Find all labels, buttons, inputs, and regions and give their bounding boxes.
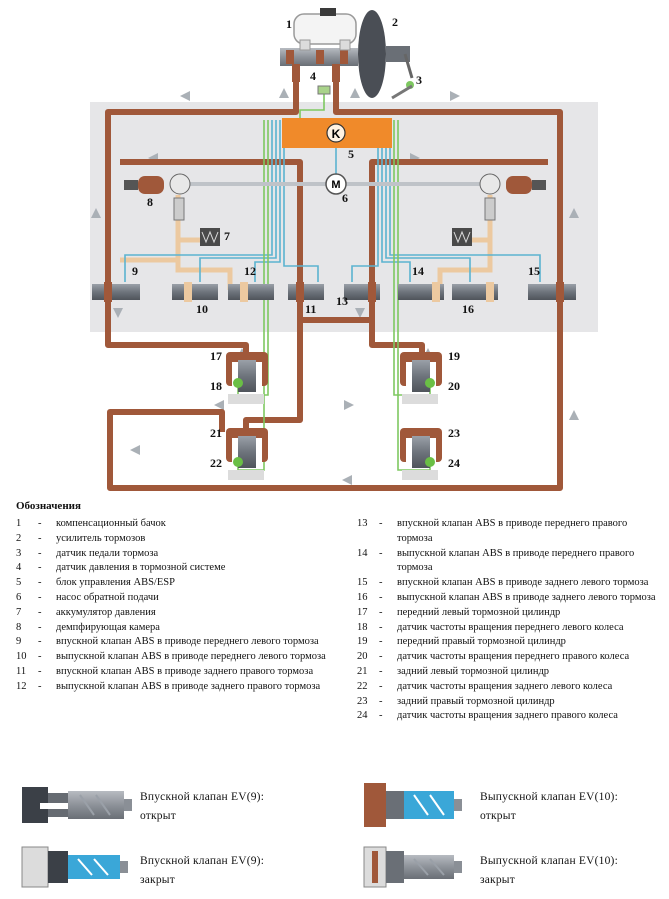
flow-arrows bbox=[91, 88, 579, 485]
legend-title: Обозначения bbox=[16, 500, 81, 512]
label-2: 2 bbox=[392, 15, 398, 29]
label-11: 11 bbox=[305, 302, 316, 316]
key-outlet-open: Выпускной клапан EV(10):открыт bbox=[480, 791, 618, 822]
cylinder-19-front-right bbox=[400, 352, 442, 404]
label-19: 19 bbox=[448, 349, 460, 363]
label-12: 12 bbox=[244, 264, 256, 278]
legend-item: 6-насос обратной подачи bbox=[16, 591, 159, 603]
accumulator-left bbox=[200, 228, 220, 246]
legend-item: 9-впускной клапан ABS в приводе переднег… bbox=[16, 636, 319, 648]
valves bbox=[92, 282, 576, 302]
valve-9 bbox=[92, 282, 140, 302]
pressure-sensor bbox=[317, 85, 331, 95]
label-5: 5 bbox=[348, 147, 354, 161]
legend-item: 16-выпускной клапан ABS в приводе заднег… bbox=[357, 591, 656, 603]
legend-item: 19-передний правый тормозной цилиндр bbox=[357, 636, 566, 648]
legend-item: 3-датчик педали тормоза bbox=[16, 547, 159, 559]
label-8: 8 bbox=[147, 195, 153, 209]
legend-item: 22-датчик частоты вращения заднего левог… bbox=[357, 680, 613, 692]
damping-chamber-right bbox=[479, 173, 546, 221]
label-3: 3 bbox=[416, 73, 422, 87]
label-20: 20 bbox=[448, 379, 460, 393]
legend-item: 4-датчик давления в тормозной системе bbox=[16, 562, 226, 574]
motor-symbol: M bbox=[331, 179, 340, 191]
abs-esp-control-unit: K bbox=[282, 118, 392, 148]
label-22: 22 bbox=[210, 456, 222, 470]
brake-lines bbox=[105, 80, 563, 491]
legend-right-column: 13-впускной клапан ABS в приводе передне… bbox=[357, 517, 657, 724]
label-1: 1 bbox=[286, 17, 292, 31]
legend-item: 17-передний левый тормозной цилиндр bbox=[357, 606, 561, 618]
legend-item: 8-демпфирующая камера bbox=[16, 621, 160, 633]
brake-booster bbox=[358, 10, 414, 98]
legend-item: 15-впускной клапан ABS в приводе заднего… bbox=[357, 577, 649, 589]
legend-item: 7-аккумулятор давления bbox=[16, 606, 156, 618]
legend-item: 18-датчик частоты вращения переднего лев… bbox=[357, 621, 624, 633]
legend-item: 24-датчик частоты вращения заднего право… bbox=[357, 710, 618, 722]
legend-item: 21-задний левый тормозной цилиндр bbox=[357, 665, 550, 677]
pedal-sensor bbox=[391, 81, 414, 100]
legend-item: 14-выпускной клапан ABS в приводе передн… bbox=[357, 547, 635, 574]
label-15: 15 bbox=[528, 264, 540, 278]
valve-key-icons bbox=[21, 783, 462, 888]
legend-item: 13-впускной клапан ABS в приводе передне… bbox=[357, 518, 628, 544]
label-6: 6 bbox=[342, 191, 348, 205]
brake-cylinders bbox=[226, 352, 442, 480]
label-4: 4 bbox=[310, 69, 316, 83]
label-10: 10 bbox=[196, 302, 208, 316]
label-16: 16 bbox=[462, 302, 474, 316]
ecu-symbol: K bbox=[332, 127, 341, 141]
valve-12 bbox=[228, 282, 274, 302]
legend-item: 5-блок управления ABS/ESP bbox=[16, 577, 175, 589]
inlet-valve-open-icon bbox=[22, 787, 132, 823]
legend-left-column: 1-компенсационный бачок 2-усилитель торм… bbox=[16, 517, 336, 695]
inlet-valve-closed-icon bbox=[21, 846, 128, 888]
valve-13 bbox=[344, 282, 380, 302]
legend-item: 2-усилитель тормозов bbox=[16, 532, 146, 544]
label-18: 18 bbox=[210, 379, 222, 393]
legend-item: 20-датчик частоты вращения переднего пра… bbox=[357, 651, 630, 663]
cylinder-21-rear-left bbox=[226, 428, 268, 480]
label-14: 14 bbox=[412, 264, 424, 278]
valve-11 bbox=[288, 282, 324, 302]
outlet-valve-open-icon bbox=[364, 783, 462, 827]
component-labels: 1 2 3 4 5 6 7 8 9 10 11 12 13 14 15 16 1… bbox=[132, 15, 540, 470]
label-23: 23 bbox=[448, 426, 460, 440]
key-outlet-closed: Выпускной клапан EV(10):закрыт bbox=[480, 855, 618, 886]
reservoir bbox=[293, 8, 357, 51]
key-inlet-closed: Впускной клапан EV(9):закрыт bbox=[140, 855, 265, 886]
abs-hydraulic-diagram: K M bbox=[90, 8, 598, 491]
return-pump-motor: M bbox=[190, 173, 480, 195]
valve-10 bbox=[172, 282, 218, 302]
legend-item: 11-впускной клапан ABS в приводе заднего… bbox=[16, 665, 314, 677]
valve-14 bbox=[398, 282, 444, 302]
legend-item: 10-выпускной клапан ABS в приводе передн… bbox=[16, 651, 326, 663]
label-17: 17 bbox=[210, 349, 222, 363]
key-inlet-open: Впускной клапан EV(9):открыт bbox=[140, 791, 265, 822]
label-9: 9 bbox=[132, 264, 138, 278]
legend-item: 1-компенсационный бачок bbox=[16, 518, 166, 529]
valve-16 bbox=[452, 282, 498, 302]
label-7: 7 bbox=[224, 229, 230, 243]
outlet-valve-closed-icon bbox=[363, 846, 462, 888]
legend-item: 12-выпускной клапан ABS в приводе заднег… bbox=[16, 680, 321, 692]
legend-item: 23-задний правый тормозной цилиндр bbox=[357, 695, 555, 707]
master-cylinder bbox=[280, 48, 358, 82]
label-21: 21 bbox=[210, 426, 222, 440]
label-24: 24 bbox=[448, 456, 460, 470]
cylinder-23-rear-right bbox=[400, 428, 442, 480]
valve-15 bbox=[528, 282, 576, 302]
cylinder-17-front-left bbox=[226, 352, 268, 404]
accumulator-right bbox=[452, 228, 472, 246]
return-lines bbox=[120, 195, 493, 290]
damping-chamber-left bbox=[124, 173, 191, 221]
label-13: 13 bbox=[336, 294, 348, 308]
